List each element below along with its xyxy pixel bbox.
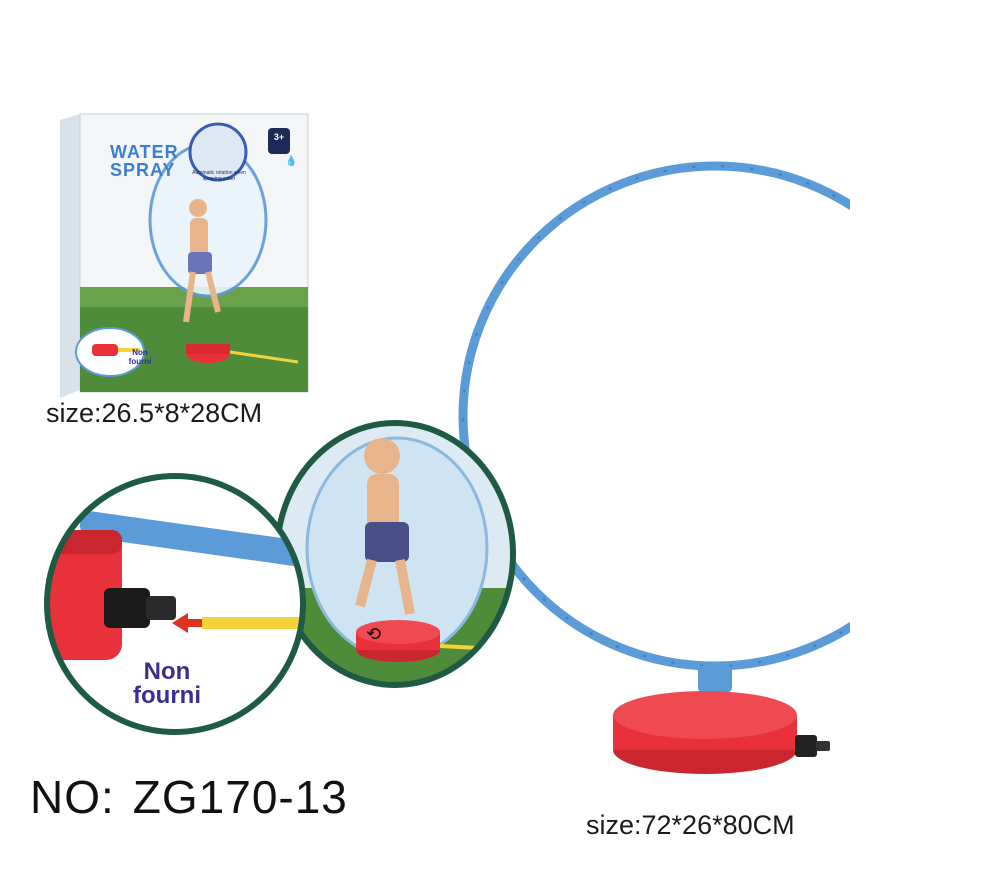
box-title-water: WATER [110,142,179,162]
model-number-value: ZG170-13 [132,771,348,823]
model-number: NO: ZG170-13 [30,770,348,824]
rotation-arrow-icon: ⟲ [366,624,382,644]
model-number-prefix: NO: [30,771,115,823]
not-included-label: Non fourni [112,660,222,708]
hoop-sprinkler [450,160,850,780]
package-box: WATER SPRAY 3+ Automatic rotation when s… [58,112,310,402]
box-feature-badge: Automatic rotation when spraying water [192,170,246,182]
water-droplet-icon: 💧 [285,156,298,167]
not-included-line1: Non [143,658,191,685]
box-not-included: Non fourni [128,348,152,366]
box-age-badge: 3+ [273,132,285,142]
box-title-spray: SPRAY [110,160,176,180]
action-scene-circle: ⟲ [272,418,518,690]
not-included-line2: fourni [133,682,201,709]
connector-detail-circle [42,470,308,738]
product-size-label: size:72*26*80CM [586,810,795,840]
package-size-label: size:26.5*8*28CM [46,398,263,428]
hose-connector-icon [42,470,43,471]
